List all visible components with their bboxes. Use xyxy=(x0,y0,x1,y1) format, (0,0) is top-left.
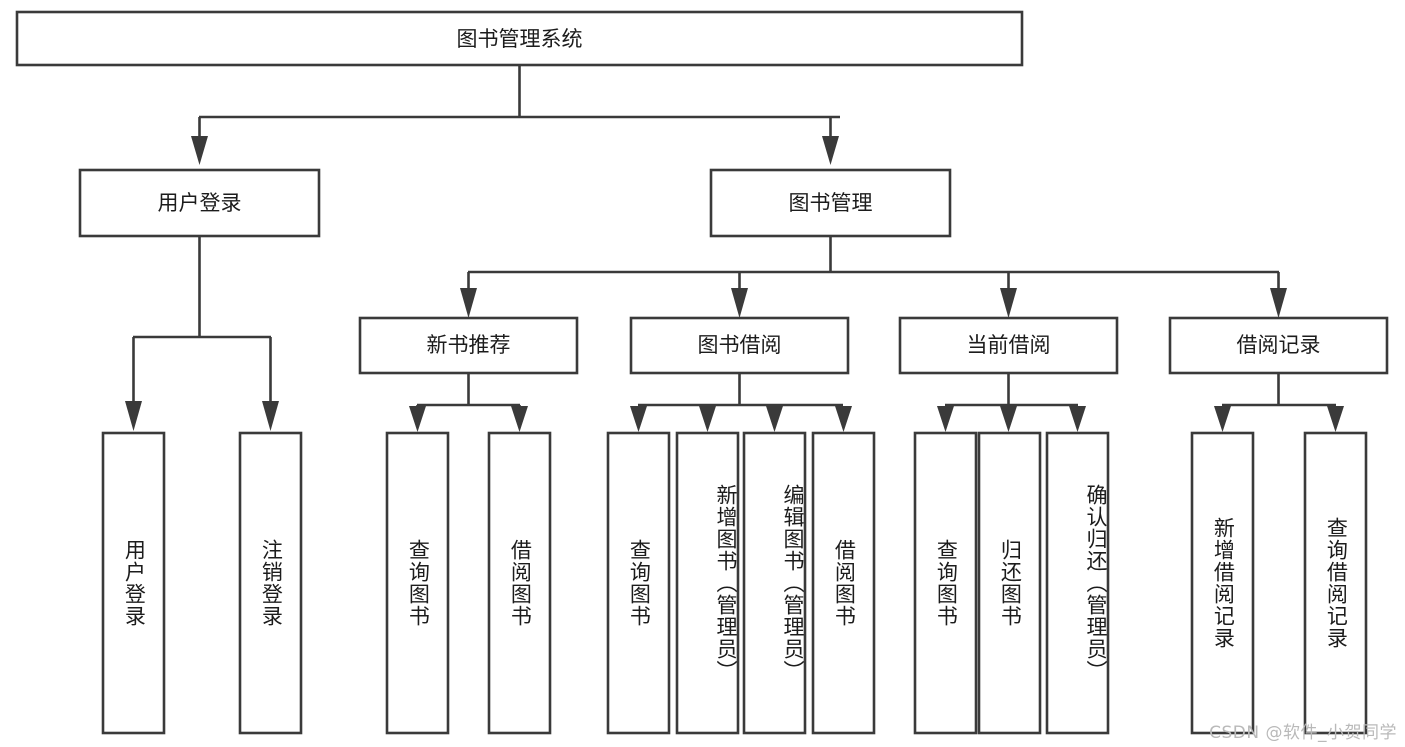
leaf-box-book-borrow-2[interactable] xyxy=(742,431,807,735)
arrow-head-newbook xyxy=(460,288,477,318)
leaf-box-book-borrow-3[interactable] xyxy=(811,431,876,735)
node-box-user-login[interactable] xyxy=(78,168,321,238)
node-label-current-borrow: 当前借阅 xyxy=(967,333,1051,357)
node-box-root[interactable] xyxy=(15,10,1024,67)
connector-group-currentborrow xyxy=(937,373,1086,432)
arrow-head-bookmgmt xyxy=(822,136,839,165)
node-label-user-login: 用户登录 xyxy=(158,191,242,215)
leaf-group-current-borrow xyxy=(913,431,1110,735)
node-label-book-management: 图书管理 xyxy=(789,191,873,215)
arrow-head-borrowrecord-leaf2 xyxy=(1327,406,1344,432)
arrow-head-borrowrecord-leaf1 xyxy=(1214,406,1231,432)
arrow-head-userlogin-leaf1 xyxy=(125,401,142,431)
node-root[interactable]: 图书管理系统 xyxy=(15,10,1024,67)
leaf-box-new-book-0[interactable] xyxy=(385,431,450,735)
arrow-head-bookborrow xyxy=(731,288,748,318)
arrow-head-bookborrow-leaf2 xyxy=(699,406,716,432)
node-label-book-borrow: 图书借阅 xyxy=(698,333,782,357)
node-borrow-record[interactable]: 借阅记录 xyxy=(1168,316,1389,375)
leaf-box-user-login-0[interactable] xyxy=(101,431,166,735)
arrow-head-bookborrow-leaf1 xyxy=(630,406,647,432)
leaf-group-book-borrow xyxy=(606,431,876,735)
node-book-borrow[interactable]: 图书借阅 xyxy=(629,316,850,375)
arrow-head-newbook-leaf2 xyxy=(511,406,528,432)
connector-group-newbook xyxy=(409,373,528,432)
leaf-box-borrow-record-0[interactable] xyxy=(1190,431,1255,735)
node-new-book-recommend[interactable]: 新书推荐 xyxy=(358,316,579,375)
arrow-head-currentborrow-leaf1 xyxy=(937,406,954,432)
node-current-borrow[interactable]: 当前借阅 xyxy=(898,316,1119,375)
arrow-head-bookborrow-leaf3 xyxy=(766,406,783,432)
node-label-borrow-record: 借阅记录 xyxy=(1237,333,1321,357)
watermark-text: CSDN @软件_小贺同学 xyxy=(1209,723,1397,743)
leaf-group-new-book-recommend xyxy=(385,431,552,735)
leaf-group-borrow-record xyxy=(1190,431,1368,735)
node-box-book-management[interactable] xyxy=(709,168,952,238)
leaf-box-borrow-record-1[interactable] xyxy=(1303,431,1368,735)
leaf-box-book-borrow-0[interactable] xyxy=(606,431,671,735)
node-label-root: 图书管理系统 xyxy=(457,27,583,51)
connector-group-root xyxy=(191,65,840,165)
arrow-head-currentborrow-leaf3 xyxy=(1069,406,1086,432)
leaf-box-current-borrow-0[interactable] xyxy=(913,431,978,735)
arrow-head-userlogin xyxy=(191,136,208,165)
connector-group-userlogin xyxy=(125,236,279,431)
arrow-head-borrowrecord xyxy=(1270,288,1287,318)
leaf-box-current-borrow-2[interactable] xyxy=(1045,431,1110,735)
connector-group-bookborrow xyxy=(630,373,852,432)
node-book-management[interactable]: 图书管理 xyxy=(709,168,952,238)
leaf-box-new-book-1[interactable] xyxy=(487,431,552,735)
connector-group-bookmgmt xyxy=(460,236,1287,318)
arrow-head-currentborrow-leaf2 xyxy=(1000,406,1017,432)
arrow-head-userlogin-leaf2 xyxy=(262,401,279,431)
connector-group-borrowrecord xyxy=(1214,373,1344,432)
arrow-head-newbook-leaf1 xyxy=(409,406,426,432)
arrow-head-bookborrow-leaf4 xyxy=(835,406,852,432)
node-box-book-borrow[interactable] xyxy=(629,316,850,375)
node-box-borrow-record[interactable] xyxy=(1168,316,1389,375)
node-box-new-book-recommend[interactable] xyxy=(358,316,579,375)
node-box-current-borrow[interactable] xyxy=(898,316,1119,375)
leaf-box-book-borrow-1[interactable] xyxy=(675,431,740,735)
arrow-head-currentborrow xyxy=(1000,288,1017,318)
leaf-box-current-borrow-1[interactable] xyxy=(977,431,1042,735)
leaf-box-user-login-1[interactable] xyxy=(238,431,303,735)
node-label-new-book-recommend: 新书推荐 xyxy=(427,333,511,357)
node-user-login[interactable]: 用户登录 xyxy=(78,168,321,238)
leaf-group-user-login xyxy=(101,431,303,735)
